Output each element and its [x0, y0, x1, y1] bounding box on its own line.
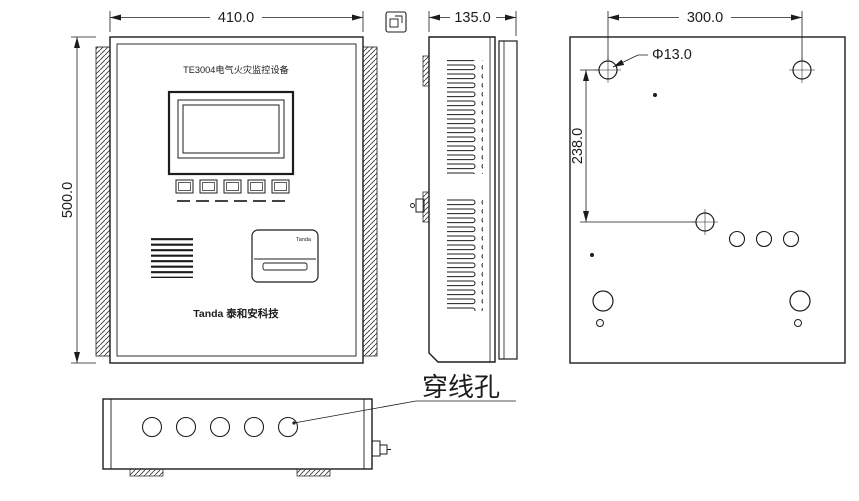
- svg-text:410.0: 410.0: [218, 10, 254, 26]
- back-view: [569, 36, 846, 364]
- side-door-panel: [498, 40, 518, 360]
- svg-text:Φ13.0: Φ13.0: [652, 47, 692, 63]
- hole-diameter-callout: Φ13.0: [612, 47, 692, 68]
- mount-hole-top-right: [789, 57, 815, 83]
- device-title: TE3004电气火灾监控设备: [183, 64, 289, 75]
- rivet-dot: [653, 93, 657, 97]
- printer-module: Tanda: [251, 229, 319, 283]
- cable-entry-holes: [141, 416, 299, 438]
- side-louvers-lower: [447, 197, 483, 311]
- front-width-dimension: 410.0: [109, 9, 364, 32]
- bottom-view: [102, 398, 391, 477]
- keypad-buttons: [175, 179, 290, 194]
- svg-text:238.0: 238.0: [570, 128, 586, 164]
- svg-text:300.0: 300.0: [687, 10, 723, 26]
- front-right-fin-hatch: [362, 46, 378, 357]
- side-body-outline: [428, 36, 496, 363]
- brand-logo: Tanda 泰和安科技: [193, 307, 279, 320]
- back-panel-outline: [569, 36, 846, 364]
- front-height-dimension: 500.0: [60, 36, 96, 364]
- side-mount-tab-lower: [422, 191, 430, 223]
- lcd-screen-frame: [167, 90, 295, 176]
- cable-hole-label: 穿线孔: [422, 373, 500, 402]
- indicator-label-row: [177, 200, 285, 202]
- printer-brand-label: Tanda: [296, 237, 312, 243]
- foot-hatch-right: [296, 468, 331, 477]
- speaker-grille: [151, 237, 193, 278]
- lcd-screen-display: [182, 104, 280, 154]
- front-door-outline: [116, 43, 357, 357]
- side-louvers-upper: [447, 60, 483, 174]
- lcd-screen-bezel: [177, 99, 285, 159]
- cable-gland-bottom-left: [592, 290, 614, 327]
- bottom-connector: [371, 440, 391, 457]
- back-hole-span-dimension: 300.0: [607, 9, 803, 60]
- cable-gland-bottom-right: [789, 290, 811, 327]
- door-lock-knob: [410, 198, 425, 213]
- side-mount-tab-upper: [422, 55, 430, 87]
- back-hole-vertical-dimension: 238.0: [570, 69, 696, 223]
- front-enclosure-outline: [109, 36, 364, 364]
- rivet-dot: [590, 253, 594, 257]
- front-left-fin-hatch: [95, 46, 111, 357]
- svg-text:135.0: 135.0: [454, 10, 490, 26]
- foot-hatch-left: [129, 468, 164, 477]
- side-view: [410, 36, 518, 363]
- bottom-body-outline: [102, 398, 373, 470]
- knockout-holes-row: [728, 230, 800, 248]
- side-depth-dimension: 135.0: [428, 9, 517, 36]
- cable-hole-callout: 穿线孔: [292, 373, 516, 425]
- cad-symbol-icon: [385, 11, 407, 33]
- front-view: TE3004电气火灾监控设备 Tanda Tanda 泰和安科技: [95, 36, 378, 364]
- svg-text:500.0: 500.0: [60, 182, 76, 218]
